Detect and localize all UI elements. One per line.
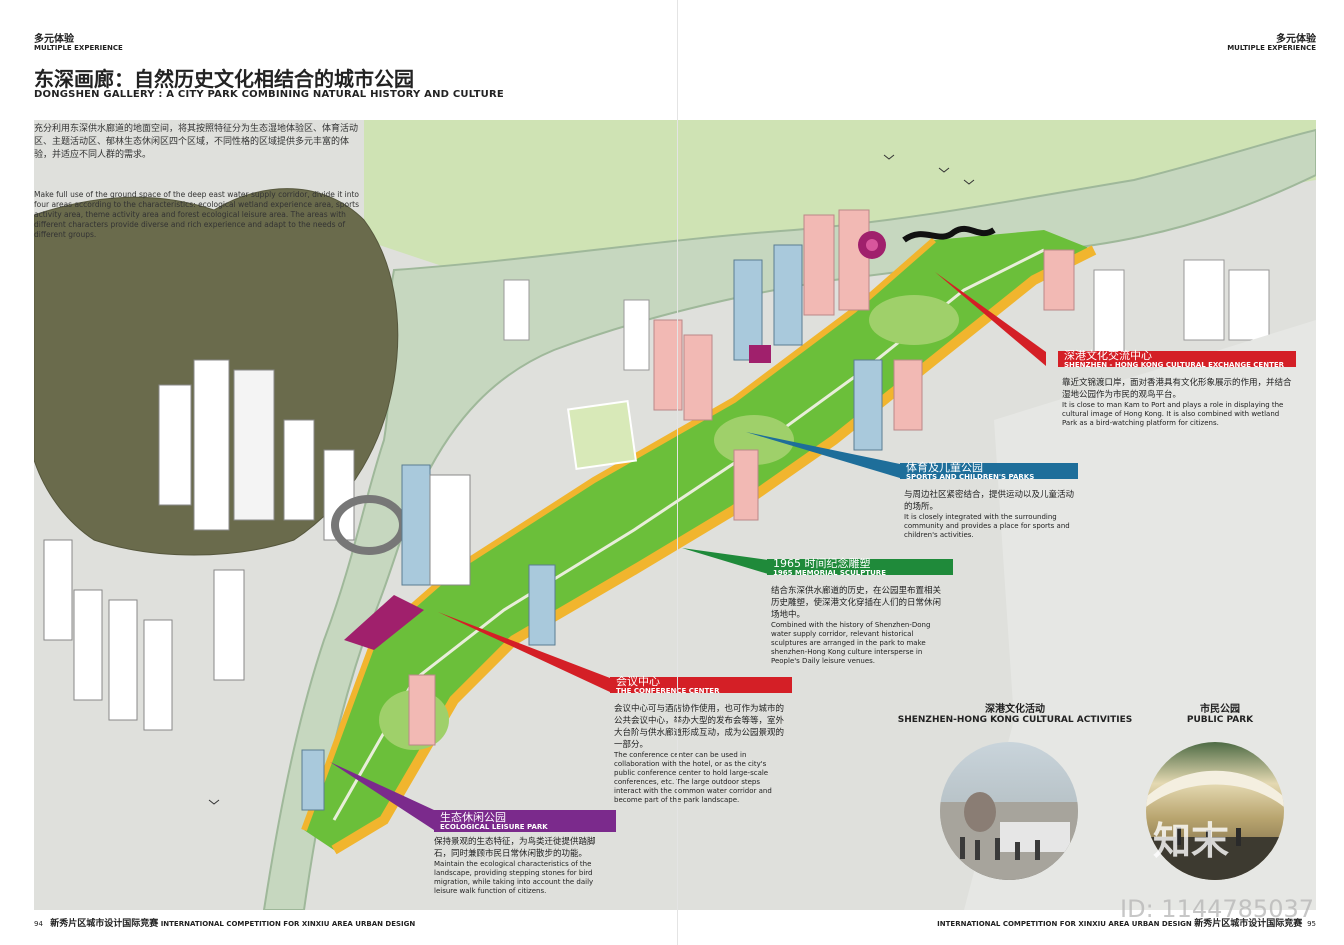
right-section-tag-cn: 多元体验 xyxy=(1276,34,1316,45)
watermark-id: ID: 1144785037 xyxy=(1120,895,1314,923)
leader-conference xyxy=(438,612,610,692)
footer-left-page: 94 xyxy=(34,920,43,928)
photo-label-public-park: 市民公园 PUBLIC PARK xyxy=(1150,700,1290,725)
callout-title-en: 1965 MEMORIAL SCULPTURE xyxy=(773,568,886,577)
callout-banner: 会议中心 THE CONFERENCE CENTER xyxy=(610,674,792,695)
callout-desc-cn: 与周边社区紧密结合，提供运动以及儿童活动的场所。 xyxy=(904,490,1075,512)
leader-sports-park xyxy=(746,432,900,478)
callout-desc-en: The conference center can be used in col… xyxy=(614,751,772,804)
photo-label-en: SHENZHEN-HONG KONG CULTURAL ACTIVITIES xyxy=(897,715,1133,725)
callout-title-cn: 1965 时间纪念雕塑 xyxy=(773,556,871,570)
photo-label-cultural-activities: 深港文化活动 SHENZHEN-HONG KONG CULTURAL ACTIV… xyxy=(890,700,1140,725)
callout-desc-en: It is close to man Kam to Port and plays… xyxy=(1062,401,1284,427)
leader-ecological-park xyxy=(330,762,434,830)
footer-right-cn: 新秀片区城市设计国际竞赛 xyxy=(1194,919,1303,929)
footer-right: INTERNATIONAL COMPETITION FOR XINXIU ARE… xyxy=(937,916,1316,929)
page-gutter xyxy=(677,0,678,945)
callout-desc-en: Maintain the ecological characteristics … xyxy=(434,860,594,895)
callout-sports-park: 体育及儿童公园 SPORTS AND CHILDREN'S PARKS 与周边社… xyxy=(900,460,1078,540)
callout-title-cn: 体育及儿童公园 xyxy=(906,460,983,474)
intro-text-en: Make full use of the ground space of the… xyxy=(34,190,360,239)
callout-title-en: SPORTS AND CHILDREN'S PARKS xyxy=(906,472,1035,481)
left-section-tag-en: MULTIPLE EXPERIENCE xyxy=(34,44,123,52)
callout-conference-center: 会议中心 THE CONFERENCE CENTER 会议中心可与酒店协作使用，… xyxy=(610,674,792,805)
photo-cultural-svg xyxy=(940,792,1078,880)
callout-desc-cn: 会议中心可与酒店协作使用，也可作为城市的公共会议中心，举办大型的发布会等等，室外… xyxy=(614,704,785,750)
photo-label-en: PUBLIC PARK xyxy=(1186,715,1254,725)
callout-banner: 1965 时间纪念雕塑 1965 MEMORIAL SCULPTURE xyxy=(767,556,953,577)
right-section-tag: 多元体验 MULTIPLE EXPERIENCE xyxy=(1227,34,1316,53)
callout-title-cn: 深港文化交流中心 xyxy=(1064,348,1152,362)
left-section-tag: 多元体验 MULTIPLE EXPERIENCE xyxy=(34,34,123,53)
callout-title-cn: 会议中心 xyxy=(616,674,660,688)
intro-text-cn: 充分利用东深供水廊道的地面空间，将其按照特征分为生态湿地体验区、体育活动区、主题… xyxy=(34,124,359,160)
callout-title-cn: 生态休闲公园 xyxy=(440,810,506,824)
callout-desc-cn: 保持景观的生态特征，为鸟类迁徙提供踏脚石，同时兼顾市民日常休闲散步的功能。 xyxy=(434,837,596,859)
footer-left-en: INTERNATIONAL COMPETITION FOR XINXIU ARE… xyxy=(160,920,416,928)
right-section-tag-en: MULTIPLE EXPERIENCE xyxy=(1227,44,1316,52)
photo-label-cn: 市民公园 xyxy=(1200,704,1240,715)
callout-desc-en: It is closely integrated with the surrou… xyxy=(904,513,1070,539)
callout-title-en: ECOLOGICAL LEISURE PARK xyxy=(440,822,548,831)
page-title-en: DONGSHEN GALLERY : A CITY PARK COMBINING… xyxy=(34,89,504,100)
left-section-tag-cn: 多元体验 xyxy=(34,34,74,45)
callout-banner: 深港文化交流中心 SHENZHEN - HONG KONG CULTURAL E… xyxy=(1058,348,1296,369)
callout-ecological-park: 生态休闲公园 ECOLOGICAL LEISURE PARK 保持景观的生态特征… xyxy=(434,810,616,896)
callout-desc-cn: 结合东深供水廊道的历史，在公园里布置相关历史雕塑，使深港文化穿插在人们的日常休闲… xyxy=(771,586,942,620)
callout-exchange-center: 深港文化交流中心 SHENZHEN - HONG KONG CULTURAL E… xyxy=(1058,348,1296,428)
photo-label-cn: 深港文化活动 xyxy=(985,704,1045,715)
callout-memorial-sculpture: 1965 时间纪念雕塑 1965 MEMORIAL SCULPTURE 结合东深… xyxy=(767,556,953,666)
page-title-cn: 东深画廊：自然历史文化相结合的城市公园 xyxy=(34,67,414,91)
watermark-logo: 知末 xyxy=(1153,819,1230,863)
callout-banner: 生态休闲公园 ECOLOGICAL LEISURE PARK xyxy=(434,810,616,832)
photo-public-park xyxy=(1146,742,1284,880)
photo-cultural-activities xyxy=(940,742,1078,880)
callout-title-en: THE CONFERENCE CENTER xyxy=(616,686,720,695)
leader-exchange-center xyxy=(935,272,1046,366)
callout-desc-en: Combined with the history of Shenzhen-Do… xyxy=(771,621,931,665)
footer-left-cn: 新秀片区城市设计国际竞赛 xyxy=(50,919,159,929)
footer-right-en: INTERNATIONAL COMPETITION FOR XINXIU ARE… xyxy=(937,920,1192,928)
callout-title-en: SHENZHEN - HONG KONG CULTURAL EXCHANGE C… xyxy=(1064,360,1285,369)
leader-memorial xyxy=(682,548,768,574)
footer-right-page: 95 xyxy=(1307,920,1316,928)
callout-banner: 体育及儿童公园 SPORTS AND CHILDREN'S PARKS xyxy=(900,460,1078,481)
footer-left: 94 新秀片区城市设计国际竞赛 INTERNATIONAL COMPETITIO… xyxy=(34,916,415,929)
callout-desc-cn: 靠近文锦渡口岸，面对香港具有文化形象展示的作用，并结合湿地公园作为市民的观鸟平台… xyxy=(1062,378,1292,400)
